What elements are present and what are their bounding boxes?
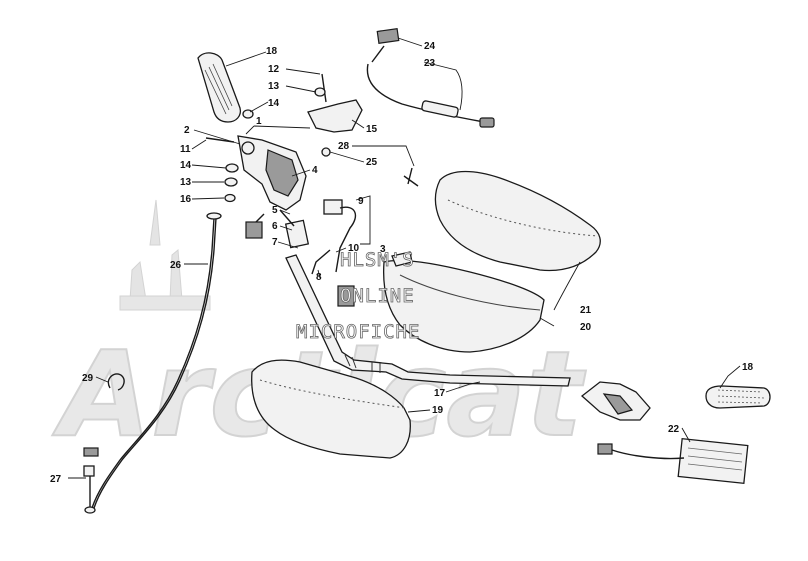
heater-element (597, 437, 749, 485)
callout-2: 2 (184, 125, 190, 136)
end-plug-3 (391, 251, 413, 267)
callout-29: 29 (82, 373, 94, 384)
callout-13-top: 13 (268, 81, 280, 92)
handlebar-pad-upper (434, 170, 601, 272)
watermark-line-3: MICROFICHE (296, 321, 420, 343)
heater-wire (366, 27, 495, 128)
callout-23: 23 (424, 58, 436, 69)
callout-21: 21 (580, 305, 592, 316)
callout-27: 27 (50, 474, 62, 485)
callout-10: 10 (348, 243, 360, 254)
switch-assembly (245, 199, 357, 307)
callout-19: 19 (432, 405, 444, 416)
callout-18-top: 18 (266, 46, 278, 57)
callout-4: 4 (312, 165, 318, 176)
callout-1: 1 (256, 116, 262, 127)
callout-15: 15 (366, 124, 378, 135)
leader-lines (68, 37, 741, 479)
callout-6: 6 (272, 221, 278, 232)
callout-28: 28 (338, 141, 350, 152)
callout-20: 20 (580, 322, 592, 333)
callout-13-mid: 13 (180, 177, 192, 188)
callout-labels: 18 12 13 14 1 2 11 14 13 16 15 28 25 4 5… (50, 41, 754, 485)
callout-5: 5 (272, 205, 278, 216)
grip-left (197, 52, 242, 123)
callout-18-right: 18 (742, 362, 754, 373)
callout-14-mid: 14 (180, 160, 192, 171)
watermark-line-1: HLSM'S (340, 249, 415, 271)
callout-26: 26 (170, 260, 182, 271)
throttle-housing (237, 135, 307, 211)
handlebar (285, 254, 571, 387)
callout-25: 25 (366, 157, 378, 168)
watermark-line-2: ONLINE (340, 285, 415, 307)
callout-14-top: 14 (268, 98, 280, 109)
callout-17: 17 (434, 388, 446, 399)
callout-8: 8 (316, 272, 322, 283)
callout-24: 24 (424, 41, 436, 52)
callout-11: 11 (180, 144, 191, 155)
callout-7: 7 (272, 237, 278, 248)
grip-right (705, 385, 771, 409)
watermark-text: HLSM'S ONLINE MICROFICHE (296, 249, 420, 344)
callout-16: 16 (180, 194, 192, 205)
throttle-cable (83, 212, 222, 514)
brake-lever (580, 381, 651, 421)
callout-12: 12 (268, 64, 280, 75)
clamp-bracket (307, 99, 363, 133)
handlebar-pad-lower (251, 359, 411, 459)
clip-29 (107, 373, 125, 391)
callout-22: 22 (668, 424, 680, 435)
callout-9: 9 (358, 196, 364, 207)
handlebar-cover (382, 259, 545, 353)
pin-28 (403, 167, 419, 187)
callout-3: 3 (380, 244, 386, 255)
